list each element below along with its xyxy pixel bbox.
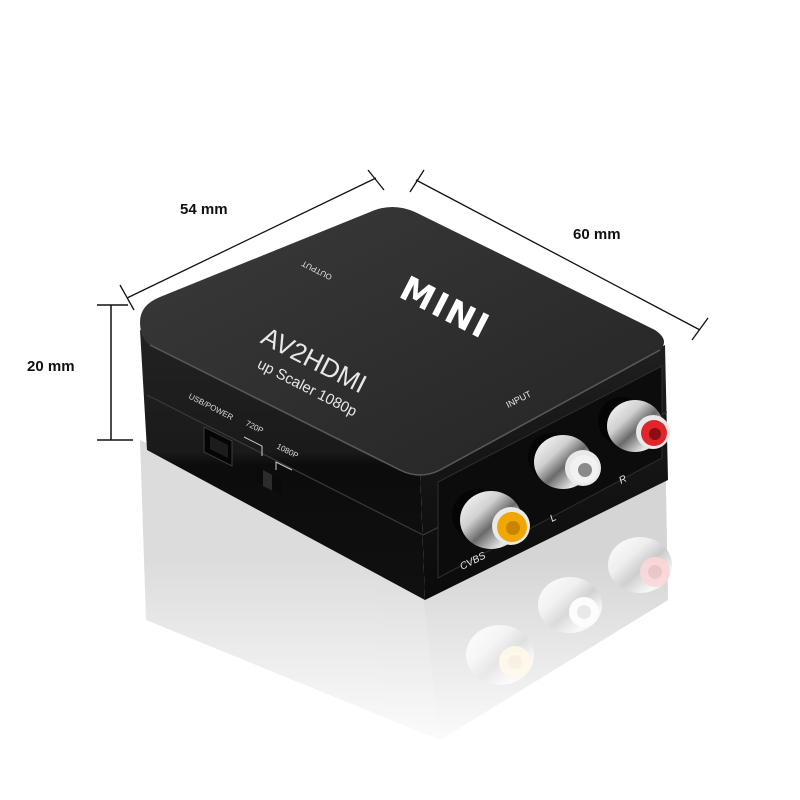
- dimension-height: [97, 304, 133, 441]
- rca-port-cvbs: [452, 489, 530, 549]
- width-dimension-label: 54 mm: [180, 201, 228, 218]
- top-face: [140, 206, 664, 475]
- resolution-switch: [257, 466, 282, 494]
- right-audio-label: R: [617, 474, 628, 487]
- av2hdmi-converter: OUTPUT MINI AV2HDMI up Scaler 1080p INPU…: [140, 206, 670, 600]
- mini-usb-port: [203, 426, 233, 467]
- rca-port-r: [598, 397, 670, 452]
- reflection-fade: [120, 560, 700, 760]
- height-dimension-label: 20 mm: [27, 358, 75, 375]
- left-audio-label: L: [548, 512, 558, 524]
- dimension-depth: [409, 169, 709, 341]
- rca-port-l: [528, 433, 601, 489]
- top-edge-highlight: [149, 344, 661, 476]
- dimension-width: [119, 169, 385, 311]
- depth-dimension-label: 60 mm: [573, 226, 621, 243]
